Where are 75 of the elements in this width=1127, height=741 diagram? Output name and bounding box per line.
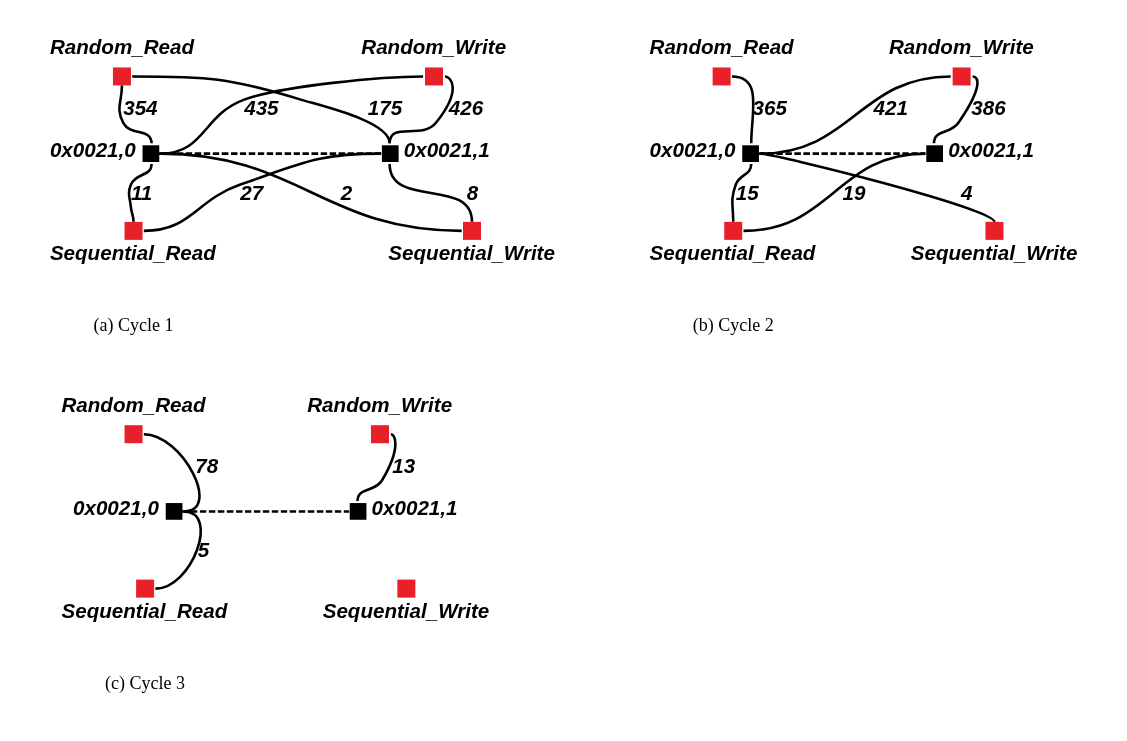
connector	[731, 75, 755, 144]
connector	[154, 510, 202, 590]
edge-label: 78	[194, 453, 218, 477]
node-label: 0x0021,1	[403, 138, 490, 162]
node-box	[381, 145, 399, 162]
edge-label: 27	[239, 180, 263, 204]
node-box	[112, 67, 131, 86]
node-box	[349, 503, 366, 520]
connector	[143, 432, 200, 513]
node-label: Random_Read	[60, 393, 206, 417]
edge-label: 421	[873, 95, 908, 119]
connector	[387, 75, 454, 144]
connector	[117, 85, 153, 144]
node-label: Sequential_Read	[49, 241, 216, 265]
node-label: 0x0021,1	[947, 138, 1034, 162]
node-label: Random_Read	[649, 35, 794, 59]
label: (a) Cycle 1	[93, 314, 174, 335]
edge-label: 19	[842, 180, 865, 204]
connector	[181, 510, 349, 513]
connector	[757, 152, 926, 155]
edge-label: 4	[960, 180, 972, 204]
node-box	[712, 67, 731, 86]
edge-label: 365	[752, 95, 787, 119]
connector	[742, 152, 925, 233]
node-box	[135, 579, 154, 598]
node-label: 0x0021,1	[371, 496, 457, 520]
node-label: Sequential_Write	[910, 241, 1077, 265]
edge-label: 175	[367, 95, 402, 119]
connector	[932, 75, 979, 144]
node-box	[142, 145, 159, 162]
connector	[127, 163, 153, 222]
edge-label: 354	[122, 95, 158, 119]
edge-label: 5	[197, 538, 209, 562]
connector	[355, 433, 397, 502]
node-box	[462, 221, 481, 240]
node-label: 0x0021,0	[49, 138, 136, 162]
connector	[159, 75, 423, 155]
connector	[143, 152, 381, 233]
edge-label: 8	[466, 180, 478, 204]
connector	[759, 152, 995, 223]
label: (b) Cycle 2	[692, 314, 774, 335]
node-box	[723, 221, 742, 240]
node-label: Sequential_Read	[649, 241, 815, 265]
node-box	[925, 145, 943, 162]
connector	[131, 75, 391, 144]
node-label: Random_Write	[888, 35, 1034, 59]
edge-label: 11	[130, 180, 152, 204]
edge-label: 13	[391, 453, 415, 477]
node-box	[165, 503, 182, 520]
node-label: Sequential_Write	[387, 241, 555, 265]
edge-label: 15	[735, 180, 759, 204]
label: (c) Cycle 3	[104, 672, 185, 693]
edge-label: 435	[243, 95, 279, 119]
connector	[387, 163, 473, 223]
node-box	[741, 145, 759, 162]
node-label: Sequential_Write	[322, 598, 489, 622]
node-box	[124, 221, 143, 240]
edge-label: 386	[970, 95, 1006, 119]
node-label: Random_Read	[49, 35, 194, 59]
node-box	[396, 579, 415, 598]
node-box	[984, 221, 1003, 240]
edge-label: 2	[340, 180, 352, 204]
node-box	[424, 67, 443, 86]
node-label: 0x0021,0	[72, 496, 159, 520]
node-box	[124, 425, 143, 444]
node-label: Sequential_Read	[60, 598, 227, 622]
node-label: 0x0021,0	[649, 138, 735, 162]
node-label: Random_Write	[306, 393, 452, 417]
node-box	[952, 67, 971, 86]
connector	[160, 152, 462, 233]
connector	[730, 163, 752, 222]
node-label: Random_Write	[360, 35, 506, 59]
edge-label: 426	[448, 95, 483, 119]
node-box	[370, 425, 389, 444]
connector	[759, 75, 951, 155]
